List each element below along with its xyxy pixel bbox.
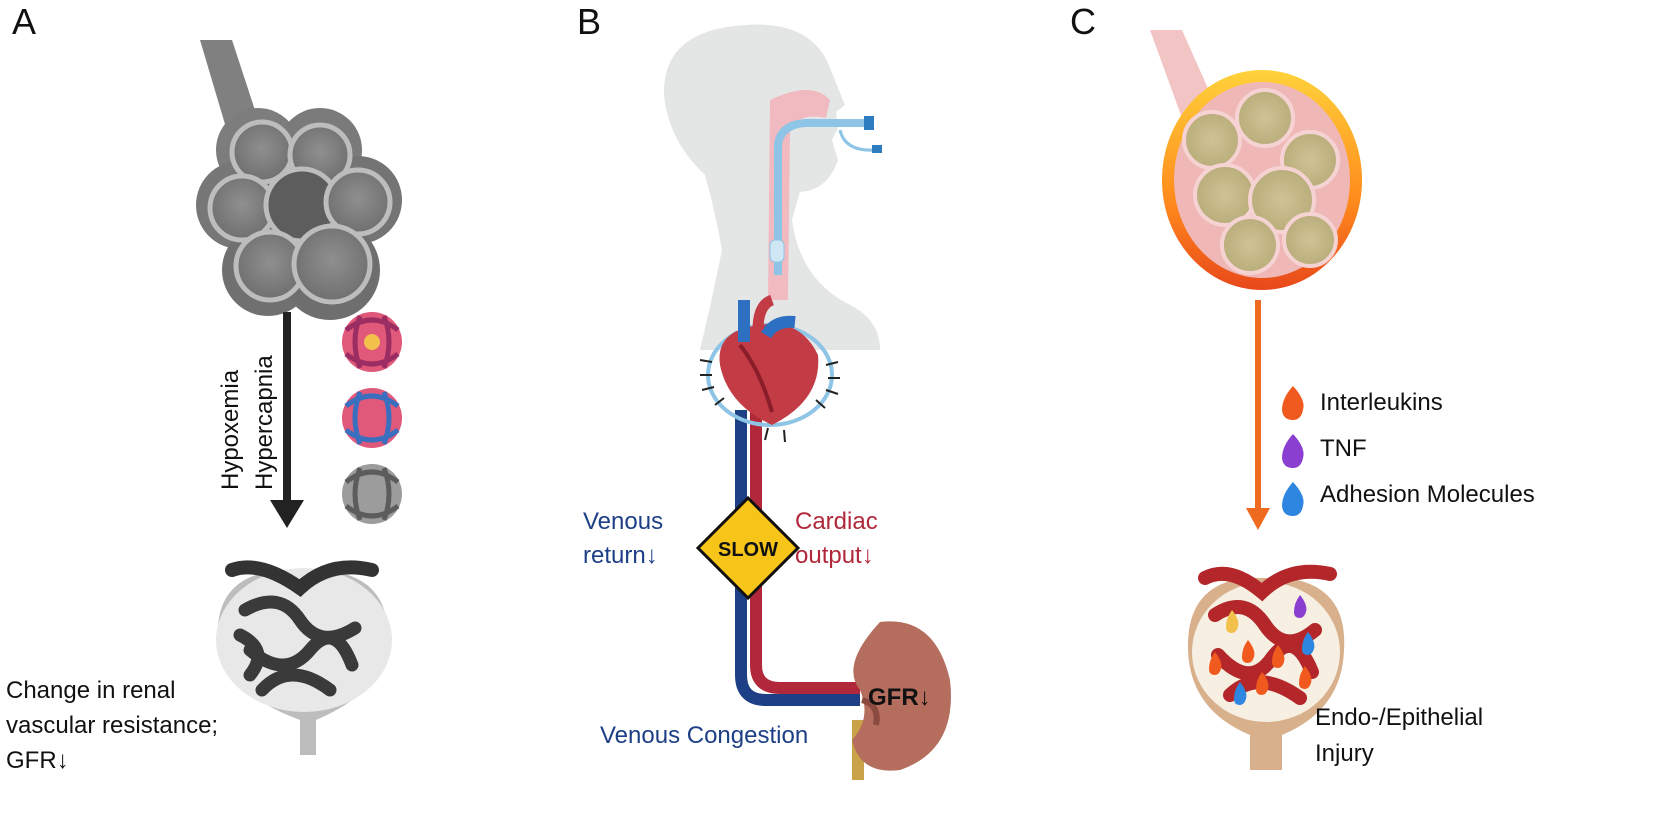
kidney-icon	[852, 621, 951, 780]
panel-a-caption-line3: GFR↓	[6, 747, 69, 774]
hemoglobin-deoxygenated-icon	[342, 464, 402, 524]
cytokine-legend: Interleukins TNF Adhesion Molecules	[1282, 386, 1535, 516]
legend-label-tnf: TNF	[1320, 435, 1367, 462]
legend-item-adhesion-molecules: Adhesion Molecules	[1282, 481, 1535, 516]
panel-b: B	[577, 1, 951, 780]
endotracheal-tube-icon	[769, 116, 882, 275]
inflammatory-flames	[1209, 595, 1315, 705]
venous-congestion-label: Venous Congestion	[600, 722, 808, 749]
compression-arrows	[699, 359, 840, 443]
venous-return-line1: Venous	[583, 508, 663, 535]
hypoxemia-arrow	[270, 312, 304, 528]
glomerulus-inflamed	[1187, 564, 1345, 770]
legend-item-tnf: TNF	[1282, 434, 1367, 468]
arrow-label-hypoxemia: Hypoxemia	[217, 369, 244, 490]
gfr-label: GFR↓	[868, 684, 931, 711]
panel-a-caption-line2: vascular resistance;	[6, 712, 218, 739]
vessels	[735, 410, 860, 706]
heart-icon	[706, 294, 834, 427]
cardiac-output-line1: Cardiac	[795, 508, 878, 535]
flame-blue-icon	[1282, 482, 1304, 516]
panel-c: C Interleukins TNF	[1070, 1, 1535, 770]
venous-return-line2: return↓	[583, 542, 658, 569]
hemoglobin-oxygenated-icon	[342, 312, 402, 372]
panel-b-letter: B	[577, 1, 601, 42]
alveoli-gray	[196, 40, 402, 320]
panel-c-letter: C	[1070, 1, 1096, 42]
panel-a-letter: A	[12, 1, 36, 42]
cytokine-arrow	[1246, 300, 1270, 530]
panel-a: A Hypoxemia Hypercapnia	[6, 1, 402, 774]
legend-label-interleukins: Interleukins	[1320, 389, 1443, 416]
legend-label-adhesion-molecules: Adhesion Molecules	[1320, 481, 1535, 508]
panel-a-caption-line1: Change in renal	[6, 677, 175, 704]
arrow-label-hypercapnia: Hypercapnia	[251, 355, 278, 490]
glomerulus-gray	[216, 560, 392, 755]
slow-sign-text: SLOW	[718, 539, 778, 561]
cardiac-output-line2: output↓	[795, 542, 874, 569]
flame-orange-icon	[1282, 386, 1304, 420]
alveoli-inflamed	[1150, 30, 1362, 290]
panel-c-caption-line1: Endo-/Epithelial	[1315, 704, 1483, 731]
legend-item-interleukins: Interleukins	[1282, 386, 1443, 420]
hemoglobin-mixed-icon	[342, 388, 402, 448]
slow-sign: SLOW	[695, 495, 801, 601]
panel-c-caption-line2: Injury	[1315, 740, 1374, 767]
flame-purple-icon	[1282, 434, 1304, 468]
